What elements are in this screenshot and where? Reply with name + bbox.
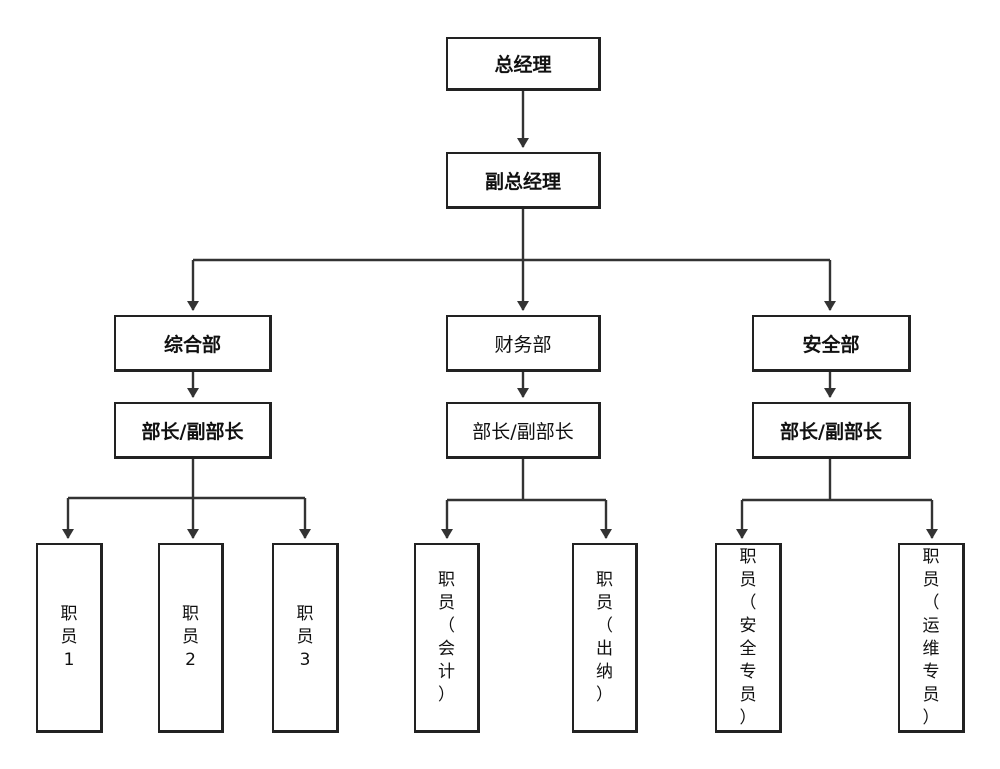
node-staff-2: 职 员 2 — [158, 543, 224, 733]
staff-safety-char: 安 — [739, 615, 757, 636]
staff-safety-char: ） — [739, 707, 757, 728]
staff-ops-char: （ — [922, 592, 940, 613]
staff-cashier-char: ） — [596, 684, 613, 705]
staff-ops-char: 职 — [922, 546, 940, 567]
staff-ops-char: 专 — [922, 661, 940, 682]
node-staff-cashier: 职 员 （ 出 纳 ） — [572, 543, 638, 733]
node-dept-finance: 财务部 — [446, 315, 601, 372]
staff-cashier-char: 出 — [596, 638, 613, 659]
staff-ops-char: 运 — [922, 615, 940, 636]
node-staff-ops-officer: 职 员 （ 运 维 专 员 ） — [898, 543, 965, 733]
staff-1-char: 员 — [60, 627, 78, 647]
staff-3-char: 3 — [299, 650, 311, 670]
node-staff-3: 职 员 3 — [272, 543, 339, 733]
staff-2-char: 员 — [182, 627, 199, 647]
node-dept-safety: 安全部 — [752, 315, 911, 372]
node-head-safety: 部长/副部长 — [752, 402, 911, 459]
node-dept-general: 综合部 — [114, 315, 272, 372]
staff-3-char: 员 — [296, 627, 314, 647]
node-staff-safety-officer: 职 员 （ 安 全 专 员 ） — [715, 543, 782, 733]
staff-ops-char: 员 — [922, 569, 940, 590]
node-head-general: 部长/副部长 — [114, 402, 272, 459]
staff-accountant-char: （ — [438, 615, 455, 636]
staff-3-char: 职 — [296, 604, 314, 624]
node-deputy-general-manager: 副总经理 — [446, 152, 601, 209]
staff-cashier-char: 职 — [596, 569, 613, 590]
node-staff-accountant: 职 员 （ 会 计 ） — [414, 543, 480, 733]
node-general-manager: 总经理 — [446, 37, 601, 91]
staff-safety-char: 专 — [739, 661, 757, 682]
staff-ops-char: ） — [922, 707, 940, 728]
staff-cashier-char: 纳 — [596, 661, 613, 682]
staff-safety-char: （ — [739, 592, 757, 613]
staff-ops-char: 员 — [922, 684, 940, 705]
staff-1-char: 职 — [60, 604, 78, 624]
staff-accountant-char: 员 — [438, 592, 455, 613]
staff-accountant-char: ） — [438, 684, 455, 705]
staff-accountant-char: 会 — [438, 638, 455, 659]
staff-accountant-char: 计 — [438, 661, 455, 682]
staff-accountant-char: 职 — [438, 569, 455, 590]
staff-2-char: 2 — [185, 650, 196, 670]
node-staff-1: 职 员 1 — [36, 543, 103, 733]
staff-cashier-char: （ — [596, 615, 613, 636]
staff-safety-char: 员 — [739, 569, 757, 590]
staff-safety-char: 全 — [739, 638, 757, 659]
staff-safety-char: 员 — [739, 684, 757, 705]
staff-cashier-char: 员 — [596, 592, 613, 613]
staff-ops-char: 维 — [922, 638, 940, 659]
node-head-finance: 部长/副部长 — [446, 402, 601, 459]
staff-safety-char: 职 — [739, 546, 757, 567]
staff-1-char: 1 — [63, 650, 75, 670]
staff-2-char: 职 — [182, 604, 199, 624]
